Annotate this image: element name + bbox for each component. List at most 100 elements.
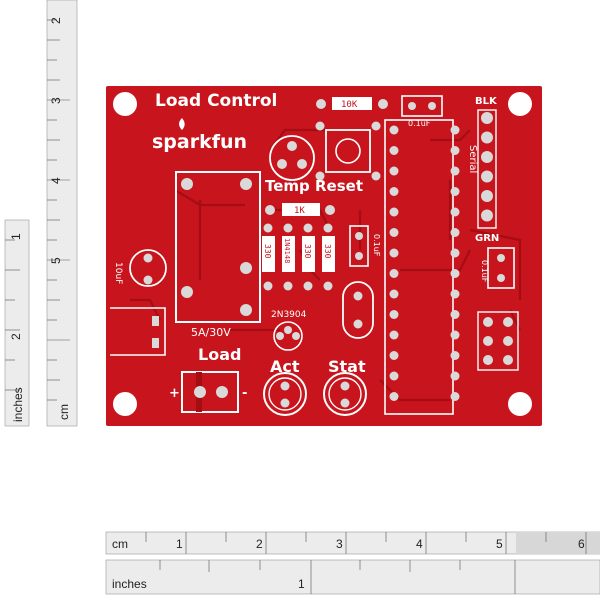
pcb-board: Load Control sparkfun 5A/30V 10uF <box>106 86 542 426</box>
pad <box>389 351 399 360</box>
left-inch-tick: 2 <box>9 333 23 340</box>
bottom-inch-tick: 1 <box>298 577 305 591</box>
pad <box>450 371 460 381</box>
board-title: Load Control <box>155 91 277 111</box>
r-10k-label: 10K <box>341 100 358 110</box>
plus-label: + <box>169 386 180 401</box>
crystal-footprint <box>342 281 374 339</box>
bottom-cm-label: cm <box>112 537 128 551</box>
bottom-cm-tick: 2 <box>256 537 263 551</box>
pad <box>481 112 493 124</box>
isp-header <box>477 311 519 371</box>
left-ruler: 2 3 4 5 cm 1 2 inches <box>4 0 78 427</box>
mcu-dip-footprint <box>384 119 460 415</box>
transistor-label: 2N3904 <box>271 310 307 320</box>
pad <box>481 170 493 183</box>
transistor-footprint <box>273 321 303 351</box>
grn-label: GRN <box>475 233 499 244</box>
pad <box>389 248 399 258</box>
mounting-hole <box>113 92 137 116</box>
capacitor-10uf: 10uF <box>113 249 167 287</box>
reset-button-footprint <box>315 121 381 181</box>
temp-sensor-footprint <box>269 135 315 181</box>
left-cm-label: cm <box>57 404 71 420</box>
left-inches-label: inches <box>11 387 25 422</box>
sparkfun-logo-text: sparkfun <box>152 131 247 153</box>
capacitor-right: 0.1uF <box>480 247 515 289</box>
left-cm-tick: 2 <box>49 17 63 24</box>
stat-label: Stat <box>328 357 366 376</box>
relay-rating: 5A/30V <box>191 326 231 339</box>
pad <box>389 187 399 196</box>
pad <box>450 228 460 237</box>
pad <box>481 209 493 222</box>
pad <box>481 131 493 144</box>
bottom-ruler: cm 1 2 3 4 5 6 inches 1 <box>105 531 600 595</box>
resistor-330-a: 330 <box>262 223 275 291</box>
pad <box>389 228 399 237</box>
pad <box>450 269 460 278</box>
temp-reset-label: Temp Reset <box>265 177 363 195</box>
minus-label: - <box>242 386 247 401</box>
load-terminal: + - <box>169 371 247 413</box>
pad <box>503 355 513 365</box>
r-330-b-label: 330 <box>303 244 312 259</box>
resistor-330-b: 330 <box>302 223 315 291</box>
pad <box>450 289 460 299</box>
load-label: Load <box>198 345 241 364</box>
pad <box>483 317 493 327</box>
mounting-hole <box>113 392 137 416</box>
r-1k-label: 1K <box>294 206 305 216</box>
resistor-1k: 1K <box>265 203 335 216</box>
pad <box>450 146 460 155</box>
mounting-hole <box>508 392 532 416</box>
pad <box>389 392 399 401</box>
relay-footprint: 5A/30V <box>175 171 261 339</box>
left-cm-tick: 4 <box>49 177 63 184</box>
pad <box>450 207 460 217</box>
pad <box>503 336 513 346</box>
pad <box>450 125 460 135</box>
pad <box>389 371 399 381</box>
diode-label: 1N4148 <box>283 238 291 263</box>
dc-jack-footprint <box>110 307 166 356</box>
diode-1n4148: 1N4148 <box>282 223 295 291</box>
pad <box>450 351 460 360</box>
cap-10uf-label: 10uF <box>113 262 123 284</box>
pad <box>450 330 460 340</box>
pad <box>389 289 399 299</box>
pad <box>450 166 460 176</box>
act-label: Act <box>270 357 300 376</box>
c-top-label: 0.1uF <box>408 119 431 128</box>
bottom-cm-tick: 5 <box>496 537 503 551</box>
pad <box>450 248 460 258</box>
pad <box>389 330 399 340</box>
pad <box>483 336 493 346</box>
bottom-cm-tick: 4 <box>416 537 423 551</box>
resistor-330-c: 330 <box>322 223 335 291</box>
capacitor-mid: 0.1uF <box>349 225 381 267</box>
stat-led-footprint <box>323 372 367 416</box>
pad <box>503 317 513 327</box>
left-cm-tick: 3 <box>49 97 63 104</box>
pad <box>389 310 399 319</box>
serial-label: Serial <box>467 145 478 173</box>
bottom-cm-tick: 6 <box>578 537 585 551</box>
r-330-a-label: 330 <box>263 244 272 259</box>
sparkfun-logo: sparkfun <box>152 118 247 153</box>
mounting-hole <box>508 92 532 116</box>
pad <box>450 187 460 196</box>
pad <box>389 125 399 135</box>
bottom-inches-label: inches <box>112 577 147 591</box>
r-330-c-label: 330 <box>323 244 332 259</box>
pad <box>389 269 399 278</box>
pad <box>450 392 460 401</box>
left-cm-tick: 5 <box>49 257 63 264</box>
bottom-cm-tick: 3 <box>336 537 343 551</box>
resistor-10k: 10K <box>316 97 388 110</box>
serial-header: Serial <box>467 109 497 229</box>
c-mid-label: 0.1uF <box>372 234 381 257</box>
pad <box>483 355 493 365</box>
c-right-label: 0.1uF <box>480 260 489 283</box>
